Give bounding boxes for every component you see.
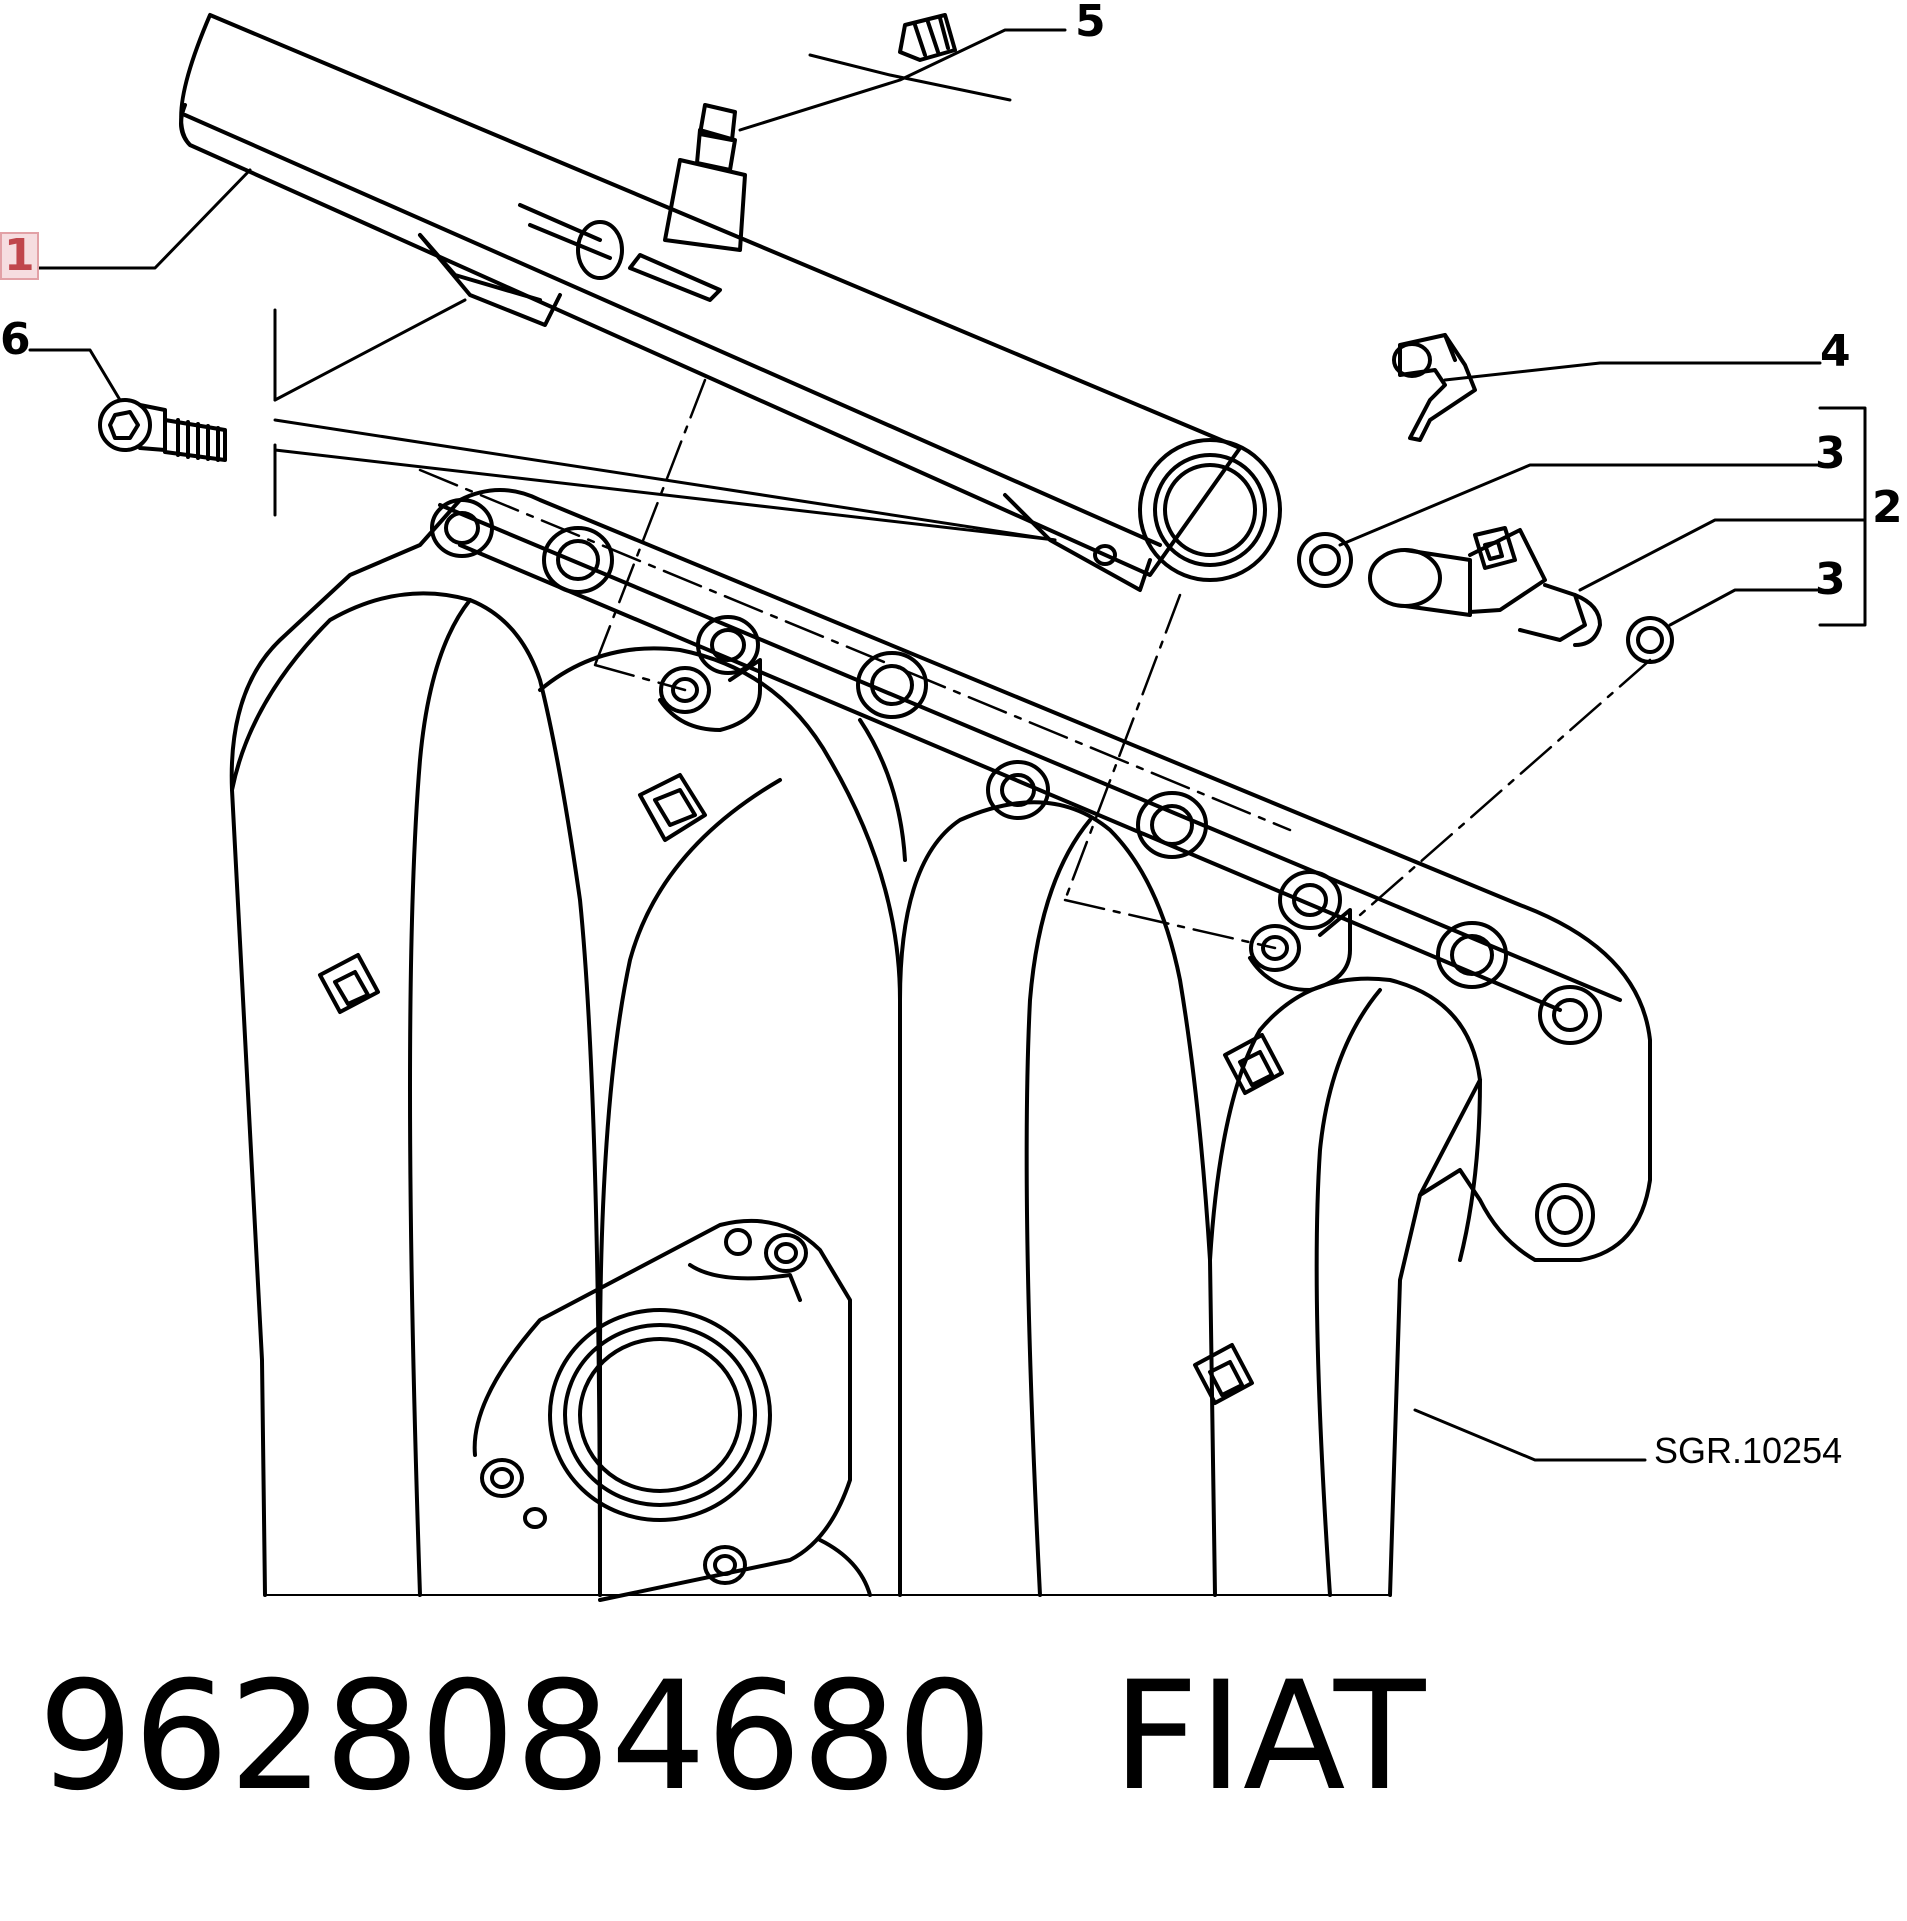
brand-name: FIAT (1112, 1650, 1426, 1824)
callout-4[interactable]: 4 (1820, 326, 1851, 377)
runner-sensor-clips (318, 773, 1284, 1405)
leader-lines (26, 28, 1867, 1462)
throttle-flange (472, 1218, 872, 1602)
callout-3-upper[interactable]: 3 (1815, 428, 1846, 479)
intake-manifold (229, 488, 1652, 1602)
callout-6[interactable]: 6 (0, 314, 31, 365)
callout-3-lower[interactable]: 3 (1815, 554, 1846, 605)
part-number: 9628084680 (38, 1650, 993, 1824)
callout-5[interactable]: 5 (1075, 0, 1106, 47)
drawing-reference: SGR.10254 (1654, 1430, 1843, 1471)
callout-2[interactable]: 2 (1872, 482, 1903, 533)
o-ring-upper (1297, 532, 1353, 588)
alignment-lines (418, 378, 1652, 950)
protective-cap (898, 13, 957, 62)
injector-sockets (658, 658, 1352, 992)
callout-1[interactable]: 1 (0, 232, 39, 280)
injector-clip (1392, 333, 1477, 442)
fuel-injector (1368, 526, 1674, 664)
fuel-rail (179, 13, 1282, 592)
bolt (98, 398, 227, 462)
